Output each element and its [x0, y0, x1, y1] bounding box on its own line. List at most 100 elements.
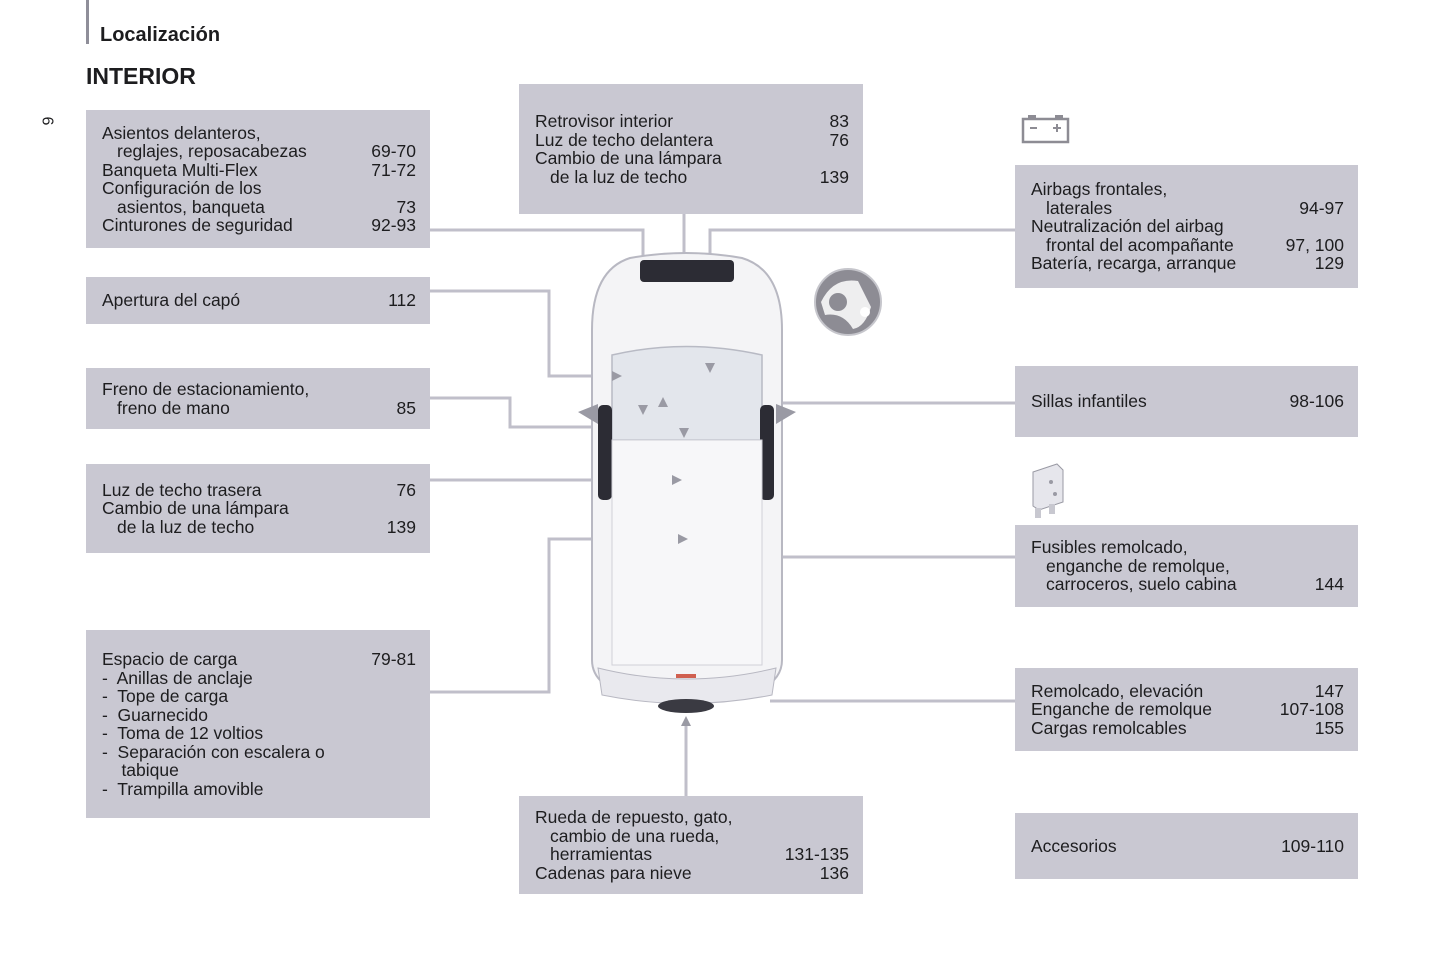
- info-row: Batería, recarga, arranque 129: [1031, 254, 1344, 273]
- topic-label: Remolcado, elevación: [1031, 680, 1204, 701]
- info-row: - Guarnecido: [102, 704, 416, 725]
- topic-label: Banqueta Multi-Flex: [102, 159, 258, 180]
- info-row: Cambio de una lámpara: [102, 499, 416, 518]
- page-reference[interactable]: 97, 100: [1285, 234, 1344, 255]
- info-box-spare: Rueda de repuesto, gato,cambio de una ru…: [519, 796, 863, 894]
- info-row: Freno de estacionamiento,: [102, 380, 416, 399]
- section-title: Localización: [100, 24, 221, 46]
- topic-label: Luz de techo delantera: [535, 129, 714, 150]
- info-row: Remolcado, elevación 147: [1031, 682, 1344, 701]
- info-row: Configuración de los: [102, 179, 416, 198]
- info-row: Apertura del capó 112: [102, 291, 416, 310]
- info-box-child-seats: Sillas infantiles 98-106: [1015, 366, 1358, 437]
- page-reference[interactable]: 79-81: [371, 649, 416, 669]
- page-reference[interactable]: 71-72: [371, 159, 416, 180]
- topic-label: herramientas: [550, 844, 653, 864]
- topic-label: Espacio de carga: [102, 649, 238, 669]
- info-row: - Anillas de anclaje: [102, 667, 416, 688]
- van-top-view: [578, 252, 796, 713]
- page-reference[interactable]: 98-106: [1289, 391, 1345, 412]
- topic-label: Apertura del capó: [102, 290, 241, 311]
- page-reference[interactable]: 155: [1314, 717, 1344, 738]
- page-reference[interactable]: 73: [396, 196, 416, 217]
- topic-label: - Trampilla amovible: [102, 778, 264, 799]
- fuse-icon: [1027, 462, 1067, 525]
- info-row: frontal del acompañante 97, 100: [1031, 236, 1344, 255]
- topic-label: laterales: [1046, 197, 1113, 218]
- info-row: Luz de techo delantera 76: [535, 129, 849, 150]
- page-reference[interactable]: 85: [396, 397, 416, 418]
- page-reference[interactable]: 131-135: [784, 844, 849, 864]
- page-reference[interactable]: 109-110: [1281, 835, 1344, 856]
- topic-label: Luz de techo trasera: [102, 479, 262, 500]
- page-reference[interactable]: 144: [1314, 574, 1344, 595]
- topic-label: Asientos delanteros,: [102, 122, 261, 143]
- topic-label: enganche de remolque,: [1046, 555, 1230, 576]
- page-reference[interactable]: 94-97: [1299, 197, 1344, 218]
- page-reference[interactable]: 92-93: [371, 215, 416, 235]
- info-row: Cinturones de seguridad 92-93: [102, 216, 416, 235]
- topic-label: Accesorios: [1031, 835, 1117, 856]
- topic-label: Sillas infantiles: [1031, 391, 1147, 412]
- page-reference[interactable]: 112: [388, 290, 416, 311]
- topic-label: Airbags frontales,: [1031, 179, 1168, 200]
- topic-label: Cinturones de seguridad: [102, 215, 293, 235]
- topic-label: Fusibles remolcado,: [1031, 537, 1188, 558]
- info-row: - Separación con escalera o: [102, 741, 416, 762]
- info-row: cambio de una rueda,: [535, 826, 849, 846]
- page-reference[interactable]: 147: [1314, 680, 1344, 701]
- info-row: Fusibles remolcado,: [1031, 538, 1344, 557]
- topic-label: Configuración de los: [102, 178, 262, 198]
- topic-label: reglajes, reposacabezas: [117, 141, 307, 161]
- info-row: enganche de remolque,: [1031, 557, 1344, 576]
- topic-label: Rueda de repuesto, gato,: [535, 807, 733, 827]
- topic-label: - Anillas de anclaje: [102, 667, 253, 688]
- topic-label: Cambio de una lámpara: [535, 148, 722, 168]
- page-reference[interactable]: 107-108: [1279, 699, 1344, 720]
- page-reference[interactable]: 83: [829, 111, 849, 131]
- topic-label: Retrovisor interior: [535, 111, 674, 131]
- topic-label: frontal del acompañante: [1046, 234, 1234, 255]
- info-row: Luz de techo trasera 76: [102, 481, 416, 500]
- info-box-cargo: Espacio de carga 79-81 - Anillas de anclaj…: [86, 630, 430, 818]
- page-reference[interactable]: 139: [819, 166, 849, 187]
- info-row: Espacio de carga 79-81: [102, 650, 416, 669]
- page-reference[interactable]: 76: [829, 129, 849, 150]
- info-row: tabique: [102, 761, 416, 780]
- info-box-fuses: Fusibles remolcado,enganche de remolque,…: [1015, 525, 1358, 607]
- topic-label: - Tope de carga: [102, 686, 229, 706]
- info-row: Retrovisor interior 83: [535, 112, 849, 131]
- page-reference[interactable]: 76: [396, 479, 416, 500]
- topic-label: Cambio de una lámpara: [102, 498, 289, 519]
- info-box-seats: Asientos delanteros,reglajes, reposacabe…: [86, 110, 430, 248]
- page-reference[interactable]: 129: [1314, 253, 1344, 274]
- topic-label: - Separación con escalera o: [102, 741, 325, 762]
- topic-label: Neutralización del airbag: [1031, 216, 1224, 237]
- line-bonnet: [430, 289, 618, 378]
- topic-label: Enganche de remolque: [1031, 699, 1212, 720]
- page-reference[interactable]: 139: [386, 516, 416, 537]
- topic-label: Batería, recarga, arranque: [1031, 253, 1237, 274]
- topic-label: de la luz de techo: [550, 166, 688, 187]
- info-row: - Trampilla amovible: [102, 778, 416, 799]
- airbag-deactivation-icon: [813, 267, 883, 342]
- topic-label: Freno de estacionamiento,: [102, 379, 310, 399]
- page-reference[interactable]: 69-70: [371, 141, 416, 161]
- topic-label: de la luz de techo: [117, 516, 255, 537]
- topic-label: - Guarnecido: [102, 704, 209, 725]
- topic-label: Cadenas para nieve: [535, 862, 692, 883]
- info-box-bonnet: Apertura del capó 112: [86, 277, 430, 324]
- info-row: Cambio de una lámpara: [535, 149, 849, 168]
- page-reference[interactable]: 136: [819, 862, 849, 883]
- info-row: - Tope de carga: [102, 687, 416, 706]
- info-row: reglajes, reposacabezas 69-70: [102, 142, 416, 161]
